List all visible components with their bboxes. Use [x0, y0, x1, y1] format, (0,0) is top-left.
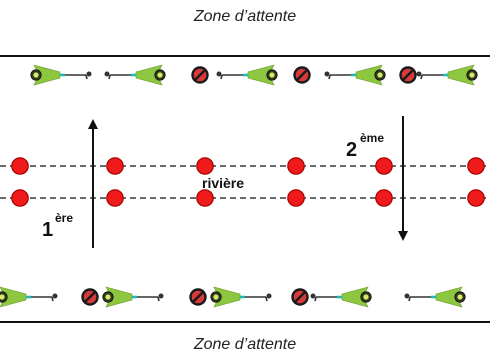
arrow-up-number: 1 [42, 219, 53, 241]
bottom-player-5-icon [210, 286, 272, 308]
bottom-forbidden-2-icon [81, 288, 99, 306]
top-player-6-icon [324, 64, 386, 86]
bottom-player-8-icon [404, 286, 466, 308]
bottom-player-7-icon [310, 286, 372, 308]
bottom-forbidden-6-icon [291, 288, 309, 306]
river-dot-1-1-icon [11, 157, 29, 175]
bottom-row [0, 286, 466, 308]
river-dot-1-5-icon [375, 157, 393, 175]
river-dot-2-4-icon [287, 189, 305, 207]
river-dot-2-5-icon [375, 189, 393, 207]
arrow-down-suffix: ème [360, 131, 384, 145]
top-player-4-icon [216, 64, 278, 86]
arrow-down-number: 2 [346, 139, 357, 161]
zone-top-label: Zone d’attente [193, 8, 297, 25]
bottom-player-1-icon [0, 286, 58, 308]
top-forbidden-5-icon [293, 66, 311, 84]
river-dot-2-3-icon [196, 189, 214, 207]
zone-bottom-label: Zone d’attente [193, 336, 297, 353]
river-dots [11, 157, 485, 207]
arrow-up-suffix: ère [55, 211, 73, 225]
bottom-forbidden-4-icon [189, 288, 207, 306]
river-dot-1-4-icon [287, 157, 305, 175]
river-dot-1-6-icon [467, 157, 485, 175]
bottom-player-3-icon [102, 286, 164, 308]
top-player-1-icon [30, 64, 92, 86]
river-dot-1-3-icon [196, 157, 214, 175]
river-dot-2-2-icon [106, 189, 124, 207]
river-dot-1-2-icon [106, 157, 124, 175]
top-player-8-icon [416, 64, 478, 86]
river-label: rivière [202, 175, 244, 191]
top-player-2-icon [104, 64, 166, 86]
river-dot-2-6-icon [467, 189, 485, 207]
top-forbidden-3-icon [191, 66, 209, 84]
top-row [30, 64, 478, 86]
top-forbidden-7-icon [399, 66, 417, 84]
river-dot-2-1-icon [11, 189, 29, 207]
